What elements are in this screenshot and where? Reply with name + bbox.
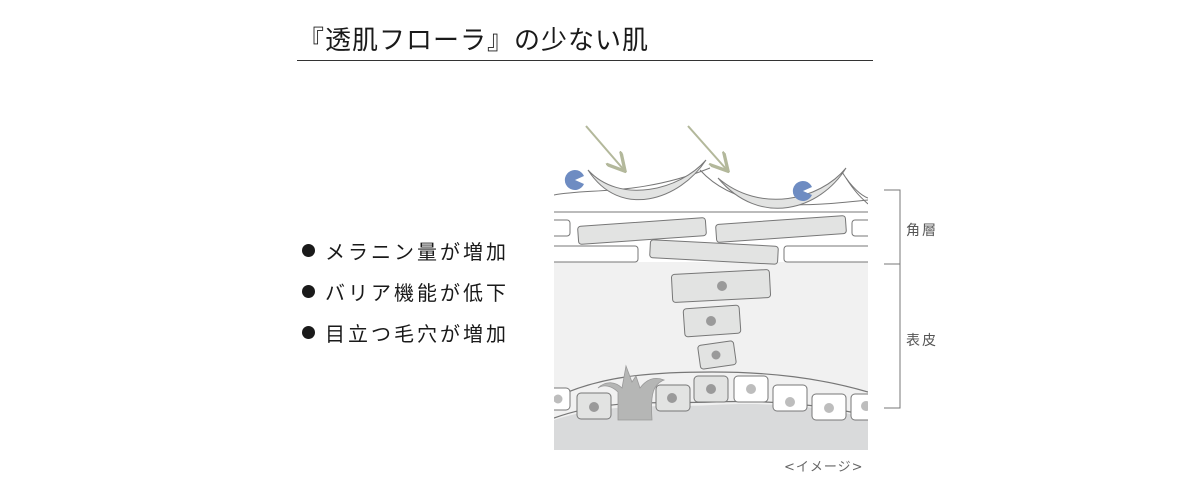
surface-scale-flake — [717, 167, 847, 209]
basal-cell — [693, 375, 729, 403]
bacteria-icon — [564, 169, 584, 190]
basal-cell — [554, 387, 571, 411]
corneum-cell — [715, 215, 847, 243]
surface-scale — [841, 171, 868, 199]
bullet-item: メラニン量が増加 — [302, 230, 509, 271]
bullet-item: 目立つ毛穴が増加 — [302, 312, 509, 353]
bullet-list: メラニン量が増加 バリア機能が低下 目立つ毛穴が増加 — [302, 230, 509, 353]
basal-cell — [655, 384, 691, 412]
corneum-cell — [554, 219, 571, 237]
image-caption: <イメージ> — [784, 460, 864, 475]
uv-arrow — [687, 125, 727, 170]
page-title: 『透肌フローラ』の少ない肌 — [298, 26, 650, 56]
epidermal-cell — [697, 340, 737, 370]
basal-cell — [576, 392, 612, 420]
bullet-dot-icon — [302, 244, 315, 257]
title-underline — [297, 60, 873, 61]
epidermal-cell — [670, 269, 772, 303]
bullet-dot-icon — [302, 285, 315, 298]
epidermal-cell — [682, 304, 742, 338]
bacteria-icon — [792, 181, 812, 201]
basal-cell — [772, 384, 808, 412]
basal-cell — [733, 375, 769, 403]
surface-scale-flake — [587, 159, 707, 201]
bullet-text: メラニン量が増加 — [325, 240, 509, 264]
layer-label-epidermis: 表皮 — [906, 333, 938, 349]
corneum-cell — [851, 219, 868, 237]
bullet-text: 目立つ毛穴が増加 — [325, 322, 509, 346]
corneum-cell — [577, 217, 707, 245]
corneum-cell — [649, 239, 779, 265]
surface-scale — [845, 177, 868, 205]
bullet-item: バリア機能が低下 — [302, 271, 509, 312]
melanin-spike — [597, 364, 666, 421]
uv-arrow — [585, 125, 624, 170]
corneum-bracket — [884, 189, 901, 265]
bullet-text: バリア機能が低下 — [325, 281, 509, 305]
layer-label-corneum: 角層 — [906, 223, 938, 239]
bullet-dot-icon — [302, 326, 315, 339]
basal-membrane — [554, 371, 868, 399]
corneum-cell — [554, 245, 639, 263]
corneum-cell — [783, 245, 868, 263]
basal-cell — [811, 393, 847, 421]
epidermis-bracket — [884, 263, 901, 409]
basal-cell — [850, 393, 868, 421]
